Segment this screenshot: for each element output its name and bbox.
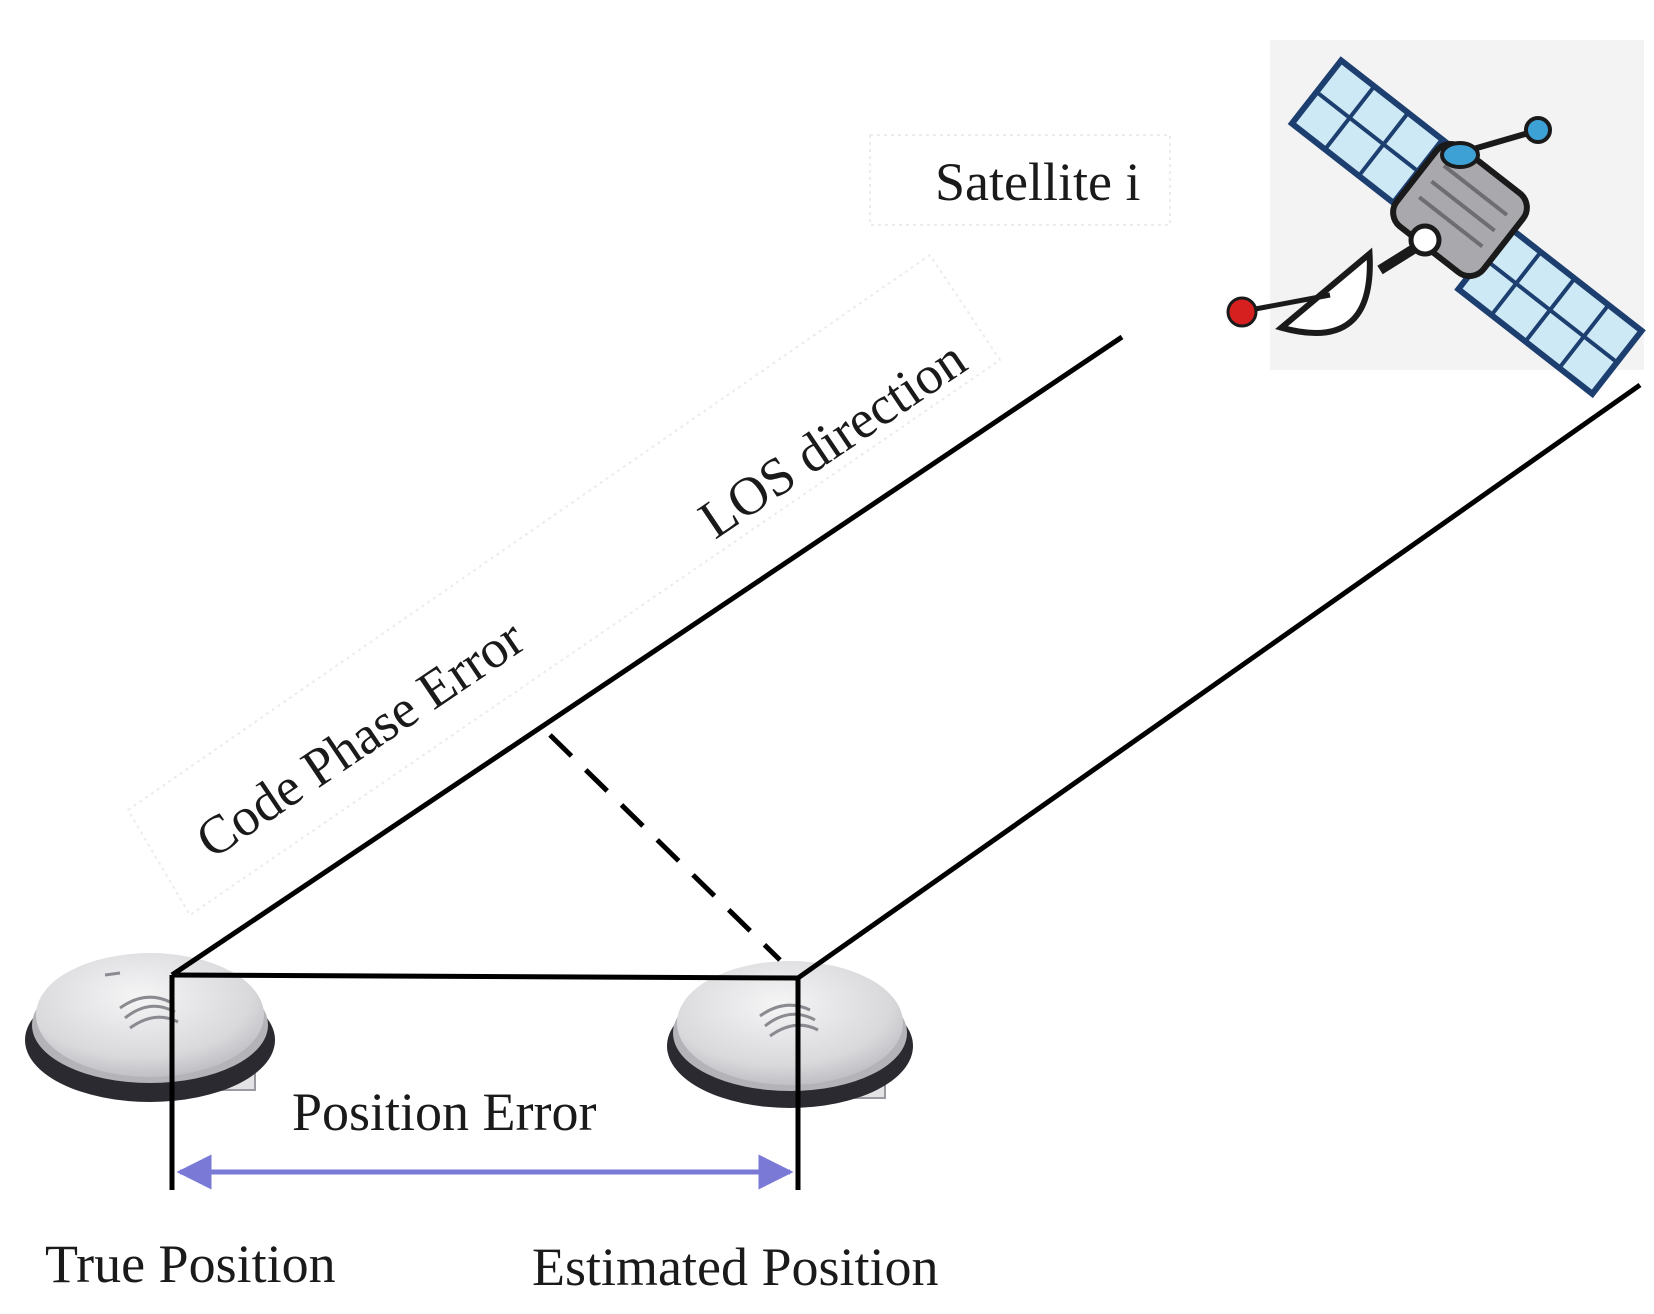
gps-receiver-icon xyxy=(667,961,913,1108)
baseline xyxy=(171,972,799,981)
los-line-estimated xyxy=(796,382,1642,981)
true-position-label: True Position xyxy=(45,1234,336,1294)
estimated-position-label: Estimated Position xyxy=(532,1237,939,1297)
satellite-label: Satellite i xyxy=(935,152,1140,212)
los-direction-label: LOS direction xyxy=(688,328,976,550)
gps-receiver-icon xyxy=(25,953,275,1102)
code-phase-error-label: Code Phase Error xyxy=(185,607,534,870)
satellite-icon xyxy=(1226,40,1646,399)
position-error-label: Position Error xyxy=(292,1082,597,1142)
projection-dashed-line xyxy=(548,733,782,962)
los-line-true xyxy=(170,334,1124,978)
label-backgrounds xyxy=(126,134,1171,917)
